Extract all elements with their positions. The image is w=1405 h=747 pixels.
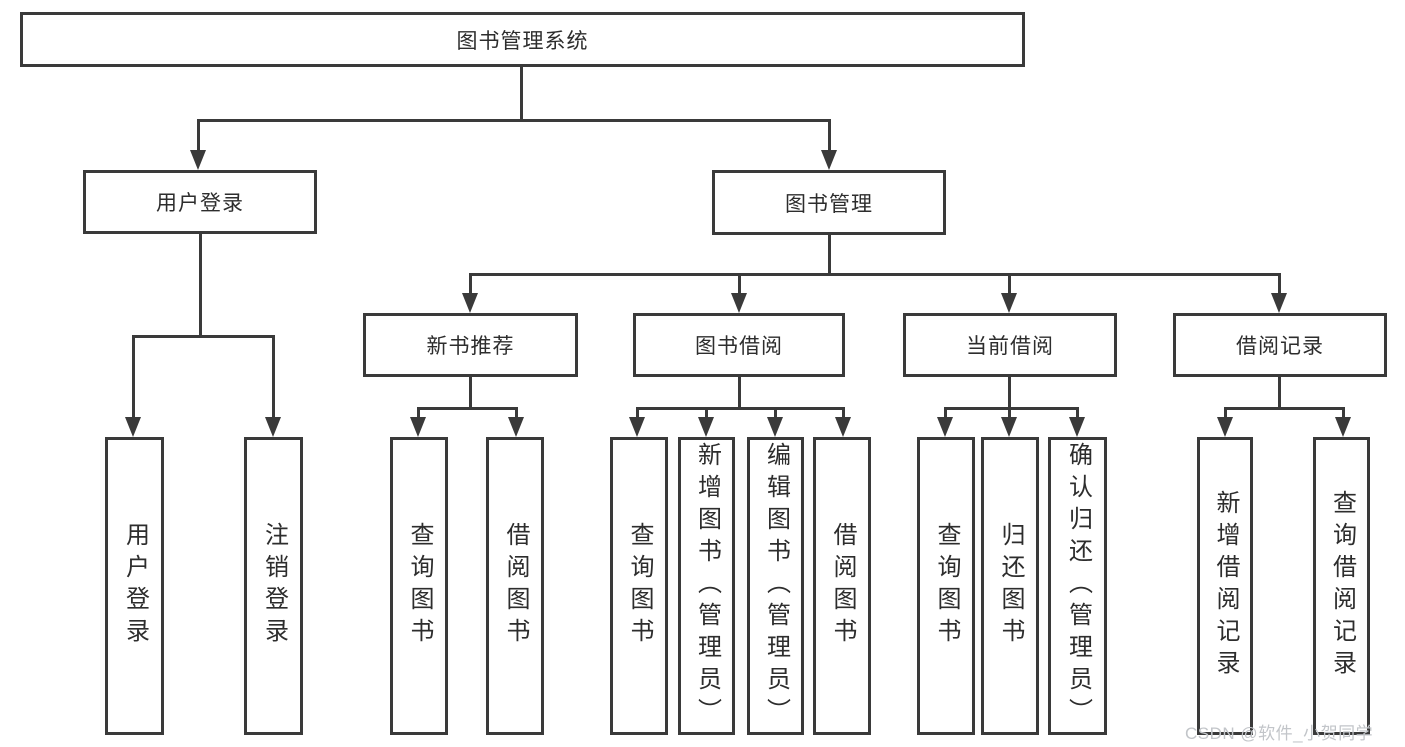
connector-arrowhead <box>767 417 783 437</box>
node-label: 新增借阅记录 <box>1212 490 1239 682</box>
node-new-book-recommend: 新书推荐 <box>363 313 578 377</box>
connector-vline <box>774 407 777 419</box>
connector-arrowhead <box>1271 293 1287 313</box>
node-edit-books-admin: 编辑图书（管理员） <box>747 437 804 735</box>
connector-vline <box>828 119 831 152</box>
connector-vline <box>842 407 845 419</box>
connector-vline <box>1008 273 1011 295</box>
watermark: CSDN @软件_小贺同学 <box>1185 724 1374 743</box>
node-query-books-3: 查询图书 <box>917 437 975 735</box>
connector-hline <box>197 119 831 122</box>
node-label: 确认归还（管理员） <box>1064 442 1092 730</box>
connector-vline <box>417 407 420 419</box>
connector-arrowhead <box>265 417 281 437</box>
connector-vline <box>197 119 200 152</box>
node-label: 查询图书 <box>406 522 433 650</box>
connector-arrowhead <box>1069 417 1085 437</box>
connector-vline <box>944 407 947 419</box>
node-user-login-leaf: 用户登录 <box>105 437 164 735</box>
node-label: 图书借阅 <box>695 335 783 358</box>
connector-arrowhead <box>125 417 141 437</box>
connector-hline <box>636 407 845 410</box>
connector-arrowhead <box>1001 417 1017 437</box>
node-query-borrow-record: 查询借阅记录 <box>1313 437 1370 735</box>
connector-hline <box>469 273 1281 276</box>
node-return-books: 归还图书 <box>981 437 1039 735</box>
node-label: 借阅记录 <box>1236 335 1324 358</box>
connector-arrowhead <box>698 417 714 437</box>
connector-arrowhead <box>462 293 478 313</box>
node-query-books-2: 查询图书 <box>610 437 668 735</box>
node-label: 新书推荐 <box>426 335 515 358</box>
node-label: 新增图书（管理员） <box>693 442 721 730</box>
node-user-login: 用户登录 <box>83 170 317 234</box>
node-current-borrowing: 当前借阅 <box>903 313 1117 377</box>
connector-vline <box>705 407 708 419</box>
node-label: 借阅图书 <box>502 522 529 650</box>
node-library-management-system: 图书管理系统 <box>20 12 1025 67</box>
node-label: 用户登录 <box>156 192 244 215</box>
connector-vline <box>1076 407 1079 419</box>
connector-arrowhead <box>937 417 953 437</box>
connector-vline <box>132 335 135 417</box>
node-label: 查询图书 <box>933 522 960 650</box>
connector-vline <box>1342 407 1345 419</box>
connector-vline <box>515 407 518 419</box>
node-book-borrowing: 图书借阅 <box>633 313 845 377</box>
connector-arrowhead <box>410 417 426 437</box>
node-label: 借阅图书 <box>829 522 856 650</box>
connector-vline <box>272 335 275 417</box>
connector-arrowhead <box>731 293 747 313</box>
connector-vline <box>1278 376 1281 409</box>
connector-vline <box>199 232 202 336</box>
node-query-books-1: 查询图书 <box>390 437 448 735</box>
connector-vline <box>1008 376 1011 409</box>
connector-arrowhead <box>1335 417 1351 437</box>
node-label: 图书管理系统 <box>456 29 589 53</box>
connector-vline <box>636 407 639 419</box>
node-borrowing-records: 借阅记录 <box>1173 313 1387 377</box>
connector-vline <box>469 376 472 409</box>
node-confirm-return-admin: 确认归还（管理员） <box>1048 437 1107 735</box>
connector-hline <box>1224 407 1345 410</box>
connector-arrowhead <box>508 417 524 437</box>
connector-hline <box>132 335 275 338</box>
node-add-borrow-record: 新增借阅记录 <box>1197 437 1253 735</box>
connector-arrowhead <box>835 417 851 437</box>
connector-vline <box>738 376 741 409</box>
node-add-books-admin: 新增图书（管理员） <box>678 437 735 735</box>
node-borrow-books-1: 借阅图书 <box>486 437 544 735</box>
connector-vline <box>469 273 472 295</box>
node-logout-leaf: 注销登录 <box>244 437 303 735</box>
connector-vline <box>1278 273 1281 295</box>
node-label: 用户登录 <box>121 522 149 650</box>
connector-vline <box>1224 407 1227 419</box>
node-book-management: 图书管理 <box>712 170 946 235</box>
connector-arrowhead <box>821 150 837 170</box>
connector-vline <box>520 67 523 121</box>
connector-hline <box>417 407 518 410</box>
connector-vline <box>738 273 741 295</box>
node-label: 图书管理 <box>785 192 873 216</box>
node-label: 归还图书 <box>997 522 1024 650</box>
node-label: 当前借阅 <box>966 335 1054 358</box>
connector-arrowhead <box>1001 293 1017 313</box>
connector-vline <box>828 234 831 275</box>
connector-arrowhead <box>629 417 645 437</box>
node-borrow-books-2: 借阅图书 <box>813 437 871 735</box>
connector-vline <box>1008 407 1011 419</box>
node-label: 查询借阅记录 <box>1328 490 1356 682</box>
connector-arrowhead <box>1217 417 1233 437</box>
connector-hline <box>944 407 1079 410</box>
node-label: 注销登录 <box>260 522 288 650</box>
node-label: 编辑图书（管理员） <box>762 442 790 730</box>
connector-arrowhead <box>190 150 206 170</box>
node-label: 查询图书 <box>626 522 653 650</box>
